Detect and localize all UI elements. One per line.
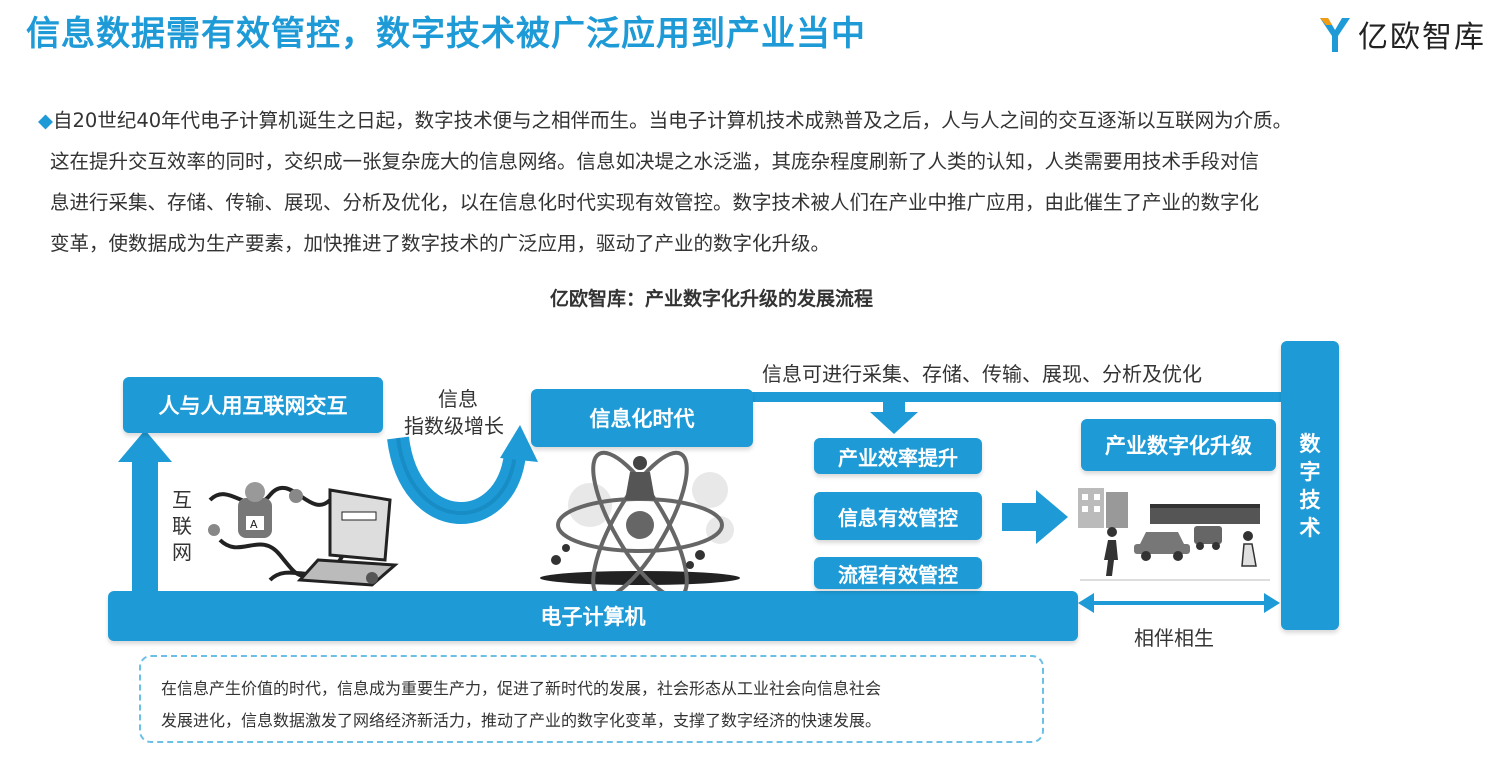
note-line: 在信息产生价值的时代，信息成为重要生产力，促进了新时代的发展，社会形态从工业社会… [161,679,882,698]
growth-label-line1: 信息 [438,387,478,411]
intro-line: 变革，使数据成为生产要素，加快推进了数字技术的广泛应用，驱动了产业的数字化升级。 [50,232,831,255]
logo: 亿欧智库 [1318,12,1486,56]
efficiency-box: 产业效率提升 [814,438,982,474]
info-ops-label: 信息可进行采集、存储、传输、展现、分析及优化 [762,362,1202,386]
internet-char: 互 [172,488,192,512]
digital-tech-char: 字 [1299,459,1321,484]
internet-label: 互 联 网 [172,487,192,565]
summary-note: 在信息产生价值的时代，信息成为重要生产力，促进了新时代的发展，社会形态从工业社会… [139,655,1044,743]
page-title: 信息数据需有效管控，数字技术被广泛应用到产业当中 [26,14,866,54]
info-flow-line [750,392,1283,402]
intro-paragraph: ◆自20世纪40年代电子计算机诞生之日起，数字技术便与之相伴而生。当电子计算机技… [38,100,1478,264]
info-control-box: 信息有效管控 [814,492,982,540]
digital-tech-char: 技 [1299,487,1321,512]
logo-icon [1320,18,1350,52]
diagram-title: 亿欧智库：产业数字化升级的发展流程 [549,288,873,310]
internet-interaction-box: 人与人用互联网交互 [123,377,383,433]
industry-upgrade-box: 产业数字化升级 [1081,419,1276,471]
double-arrow [1078,593,1280,613]
internet-char: 联 [172,514,192,538]
intro-line: 息进行采集、存储、传输、展现、分析及优化，以在信息化时代实现有效管控。数字技术被… [50,191,1260,214]
info-age-box: 信息化时代 [531,389,753,447]
computer-box: 电子计算机 [108,591,1078,641]
logo-text: 亿欧智库 [1358,20,1486,55]
down-arrow [870,398,918,434]
internet-illustration: A [208,482,399,587]
intro-line: 这在提升交互效率的同时，交织成一张复杂庞大的信息网络。信息如决堤之水泛滥，其庞杂… [50,150,1260,173]
svg-text:A: A [250,518,258,531]
process-control-box: 流程有效管控 [814,557,982,589]
up-arrow [118,430,172,592]
right-arrow [1002,490,1068,544]
atom-illustration [540,450,740,600]
city-illustration [1078,488,1270,581]
note-line: 发展进化，信息数据激发了网络经济新活力，推动了产业的数字化变革，支撑了数字经济的… [161,711,882,730]
coexist-label: 相伴相生 [1134,626,1214,650]
digital-tech-char: 数 [1299,431,1321,456]
digital-tech-char: 术 [1299,515,1321,540]
intro-line: 自20世纪40年代电子计算机诞生之日起，数字技术便与之相伴而生。当电子计算机技术… [53,109,1293,132]
digital-tech-box: 数 字 技 术 [1281,341,1339,630]
bullet-icon: ◆ [38,109,53,132]
growth-label-line2: 指数级增长 [404,414,504,438]
curved-growth-arrow [387,425,538,524]
internet-char: 网 [172,540,192,564]
